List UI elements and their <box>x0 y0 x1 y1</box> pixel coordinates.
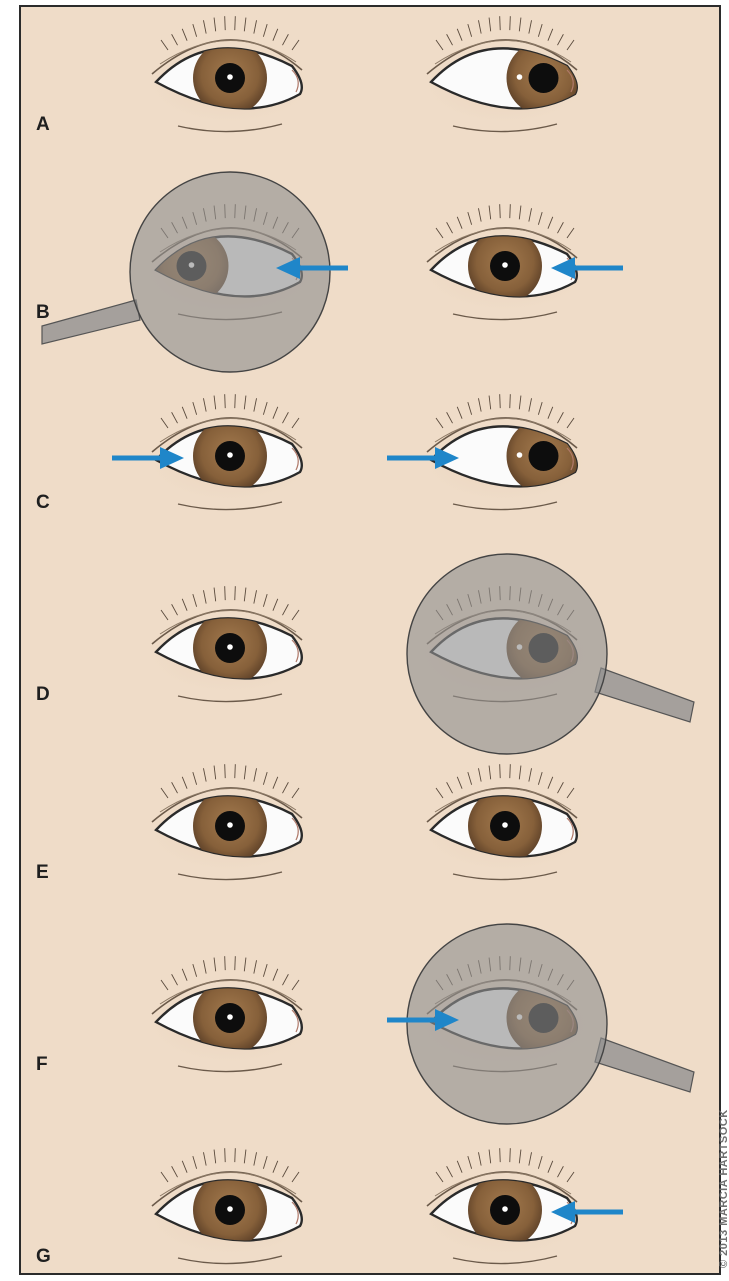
panel-label-d: D <box>36 684 50 705</box>
panel-label-b: B <box>36 302 50 323</box>
corneal-light-reflex <box>227 644 233 650</box>
corneal-light-reflex <box>502 822 508 828</box>
corneal-light-reflex <box>517 74 523 80</box>
corneal-light-reflex <box>517 452 523 458</box>
corneal-light-reflex <box>227 1014 233 1020</box>
panel-label-f: F <box>36 1054 48 1075</box>
pupil <box>529 441 559 471</box>
copyright-credit: © 2013 MARCIA HARTSOCK <box>718 1109 729 1268</box>
pupil <box>529 63 559 93</box>
corneal-light-reflex <box>502 1206 508 1212</box>
occluder-disc <box>407 554 607 754</box>
corneal-light-reflex <box>502 262 508 268</box>
corneal-light-reflex <box>227 452 233 458</box>
panel-label-e: E <box>36 862 49 883</box>
corneal-light-reflex <box>227 1206 233 1212</box>
panel-label-c: C <box>36 492 50 513</box>
panel-label-a: A <box>36 114 50 135</box>
panel-label-g: G <box>36 1246 51 1267</box>
corneal-light-reflex <box>227 822 233 828</box>
corneal-light-reflex <box>227 74 233 80</box>
figure-background <box>20 6 720 1274</box>
